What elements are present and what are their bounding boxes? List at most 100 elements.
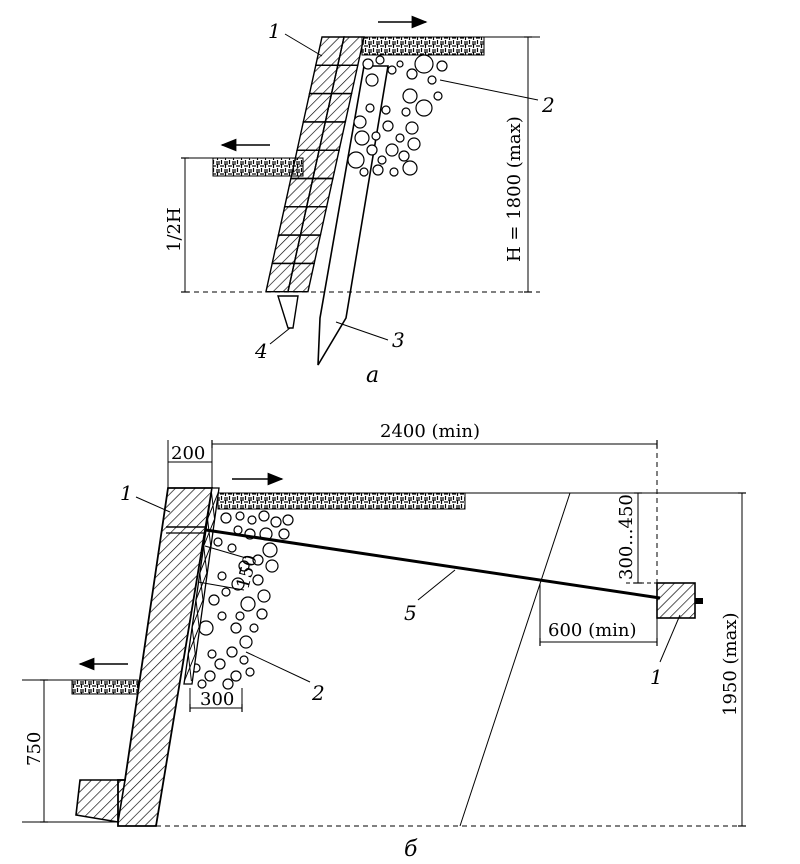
gravel-stone [198, 620, 214, 636]
gravel-stone [398, 150, 410, 162]
gravel-stone [217, 571, 227, 581]
ground-surface-top [361, 36, 485, 56]
caption-a: а [366, 363, 379, 388]
gravel-stone [278, 528, 290, 540]
gravel-stone [231, 577, 245, 591]
gravel-stone [214, 658, 226, 670]
gravel-stone [405, 121, 419, 135]
anchor-block [656, 582, 696, 619]
gravel-stone [372, 164, 384, 176]
gravel-stone [252, 574, 264, 586]
gravel-stone [238, 560, 250, 572]
label-3-a: 3 [392, 328, 405, 352]
gravel-stone [256, 608, 268, 620]
gravel-stone [282, 514, 294, 526]
gravel-stone [213, 537, 223, 547]
figure-a: H = 1800 (max) 1/2H 1 2 3 4 а [164, 15, 555, 388]
tie-rod [205, 528, 661, 600]
label-1-b: 1 [120, 481, 133, 505]
gravel-stone [265, 559, 279, 573]
gravel-stone [406, 68, 418, 80]
gravel-stone [230, 670, 242, 682]
ground-surface-top-b [217, 492, 466, 510]
gravel-stone [396, 60, 404, 68]
gravel-stone [407, 137, 421, 151]
slip-plane-line [459, 492, 571, 827]
gravel-stone [235, 611, 245, 621]
gravel-stone [382, 120, 394, 132]
gravel-stone [221, 587, 231, 597]
gravel-stone [239, 635, 253, 649]
gravel-stone [252, 554, 264, 566]
gravel-stone [262, 542, 278, 558]
gravel-stone [240, 596, 256, 612]
gravel-stone [222, 678, 234, 690]
gravel-stone [258, 510, 270, 522]
gravel-stone [385, 143, 399, 157]
gravel-stone [204, 670, 216, 682]
gravel-stone [220, 512, 232, 524]
gravel-stone [371, 131, 381, 141]
gravel-stone [270, 516, 282, 528]
dim-300-450: 300...450 [616, 494, 637, 580]
gravel-stone [354, 130, 370, 146]
label-2-b: 2 [311, 681, 325, 705]
caption-b: б [404, 837, 418, 862]
gravel-stone [395, 133, 405, 143]
dim-2400: 2400 (min) [380, 421, 480, 442]
gravel-stone [402, 88, 418, 104]
gravel-stone [415, 99, 433, 117]
pile-plate [317, 65, 389, 366]
gravel-fill-b [191, 510, 294, 690]
block-wall [265, 36, 365, 293]
dim-300: 300 [200, 689, 234, 710]
gravel-stone [208, 594, 220, 606]
gravel-stone [365, 103, 375, 113]
gravel-stone [247, 515, 257, 525]
wall-block-inner [287, 262, 316, 293]
gravel-stone [227, 543, 237, 553]
anchor-strip [277, 295, 299, 329]
ground-surface-bottom-b [71, 679, 139, 695]
label-1-anchor: 1 [650, 665, 663, 689]
wall-body [117, 487, 214, 827]
gravel-stone [401, 107, 411, 117]
gravel-stone [381, 105, 391, 115]
gravel-stone [389, 167, 399, 177]
gravel-stone [353, 115, 367, 129]
gravel-fill [347, 54, 448, 177]
gravel-stone [359, 167, 369, 177]
gravel-stone [233, 525, 243, 535]
gravel-stone [427, 75, 437, 85]
gravel-stone [249, 623, 259, 633]
label-5-b: 5 [404, 601, 417, 625]
gravel-stone [197, 679, 207, 689]
label-1-a: 1 [268, 19, 281, 43]
gravel-stone [226, 646, 238, 658]
figure-b: 200 2400 (min) 300...450 600 (min) 150 3… [22, 421, 748, 862]
label-4-a: 4 [254, 339, 268, 363]
gravel-stone [235, 511, 245, 521]
gravel-stone [436, 60, 448, 72]
gravel-stone [375, 55, 385, 65]
dimension-h-label: H = 1800 (max) [504, 116, 525, 262]
gravel-stone [366, 144, 378, 156]
gravel-stone [402, 160, 418, 176]
dim-750: 750 [24, 732, 45, 766]
gravel-stone [365, 73, 379, 87]
gravel-stone [347, 151, 365, 169]
ground-surface-bottom [212, 157, 304, 177]
gravel-stone [207, 649, 217, 659]
dim-1950: 1950 (max) [720, 612, 741, 716]
gravel-stone [257, 589, 271, 603]
gravel-stone [362, 58, 374, 70]
dim-600: 600 (min) [548, 620, 637, 641]
gravel-stone [245, 667, 255, 677]
gravel-stone [377, 155, 387, 165]
lattice-bracing [183, 491, 219, 682]
gravel-stone [217, 611, 227, 621]
wall-toe [75, 779, 126, 823]
dim-200: 200 [171, 443, 205, 464]
dimension-half-h-label: 1/2H [164, 207, 185, 252]
